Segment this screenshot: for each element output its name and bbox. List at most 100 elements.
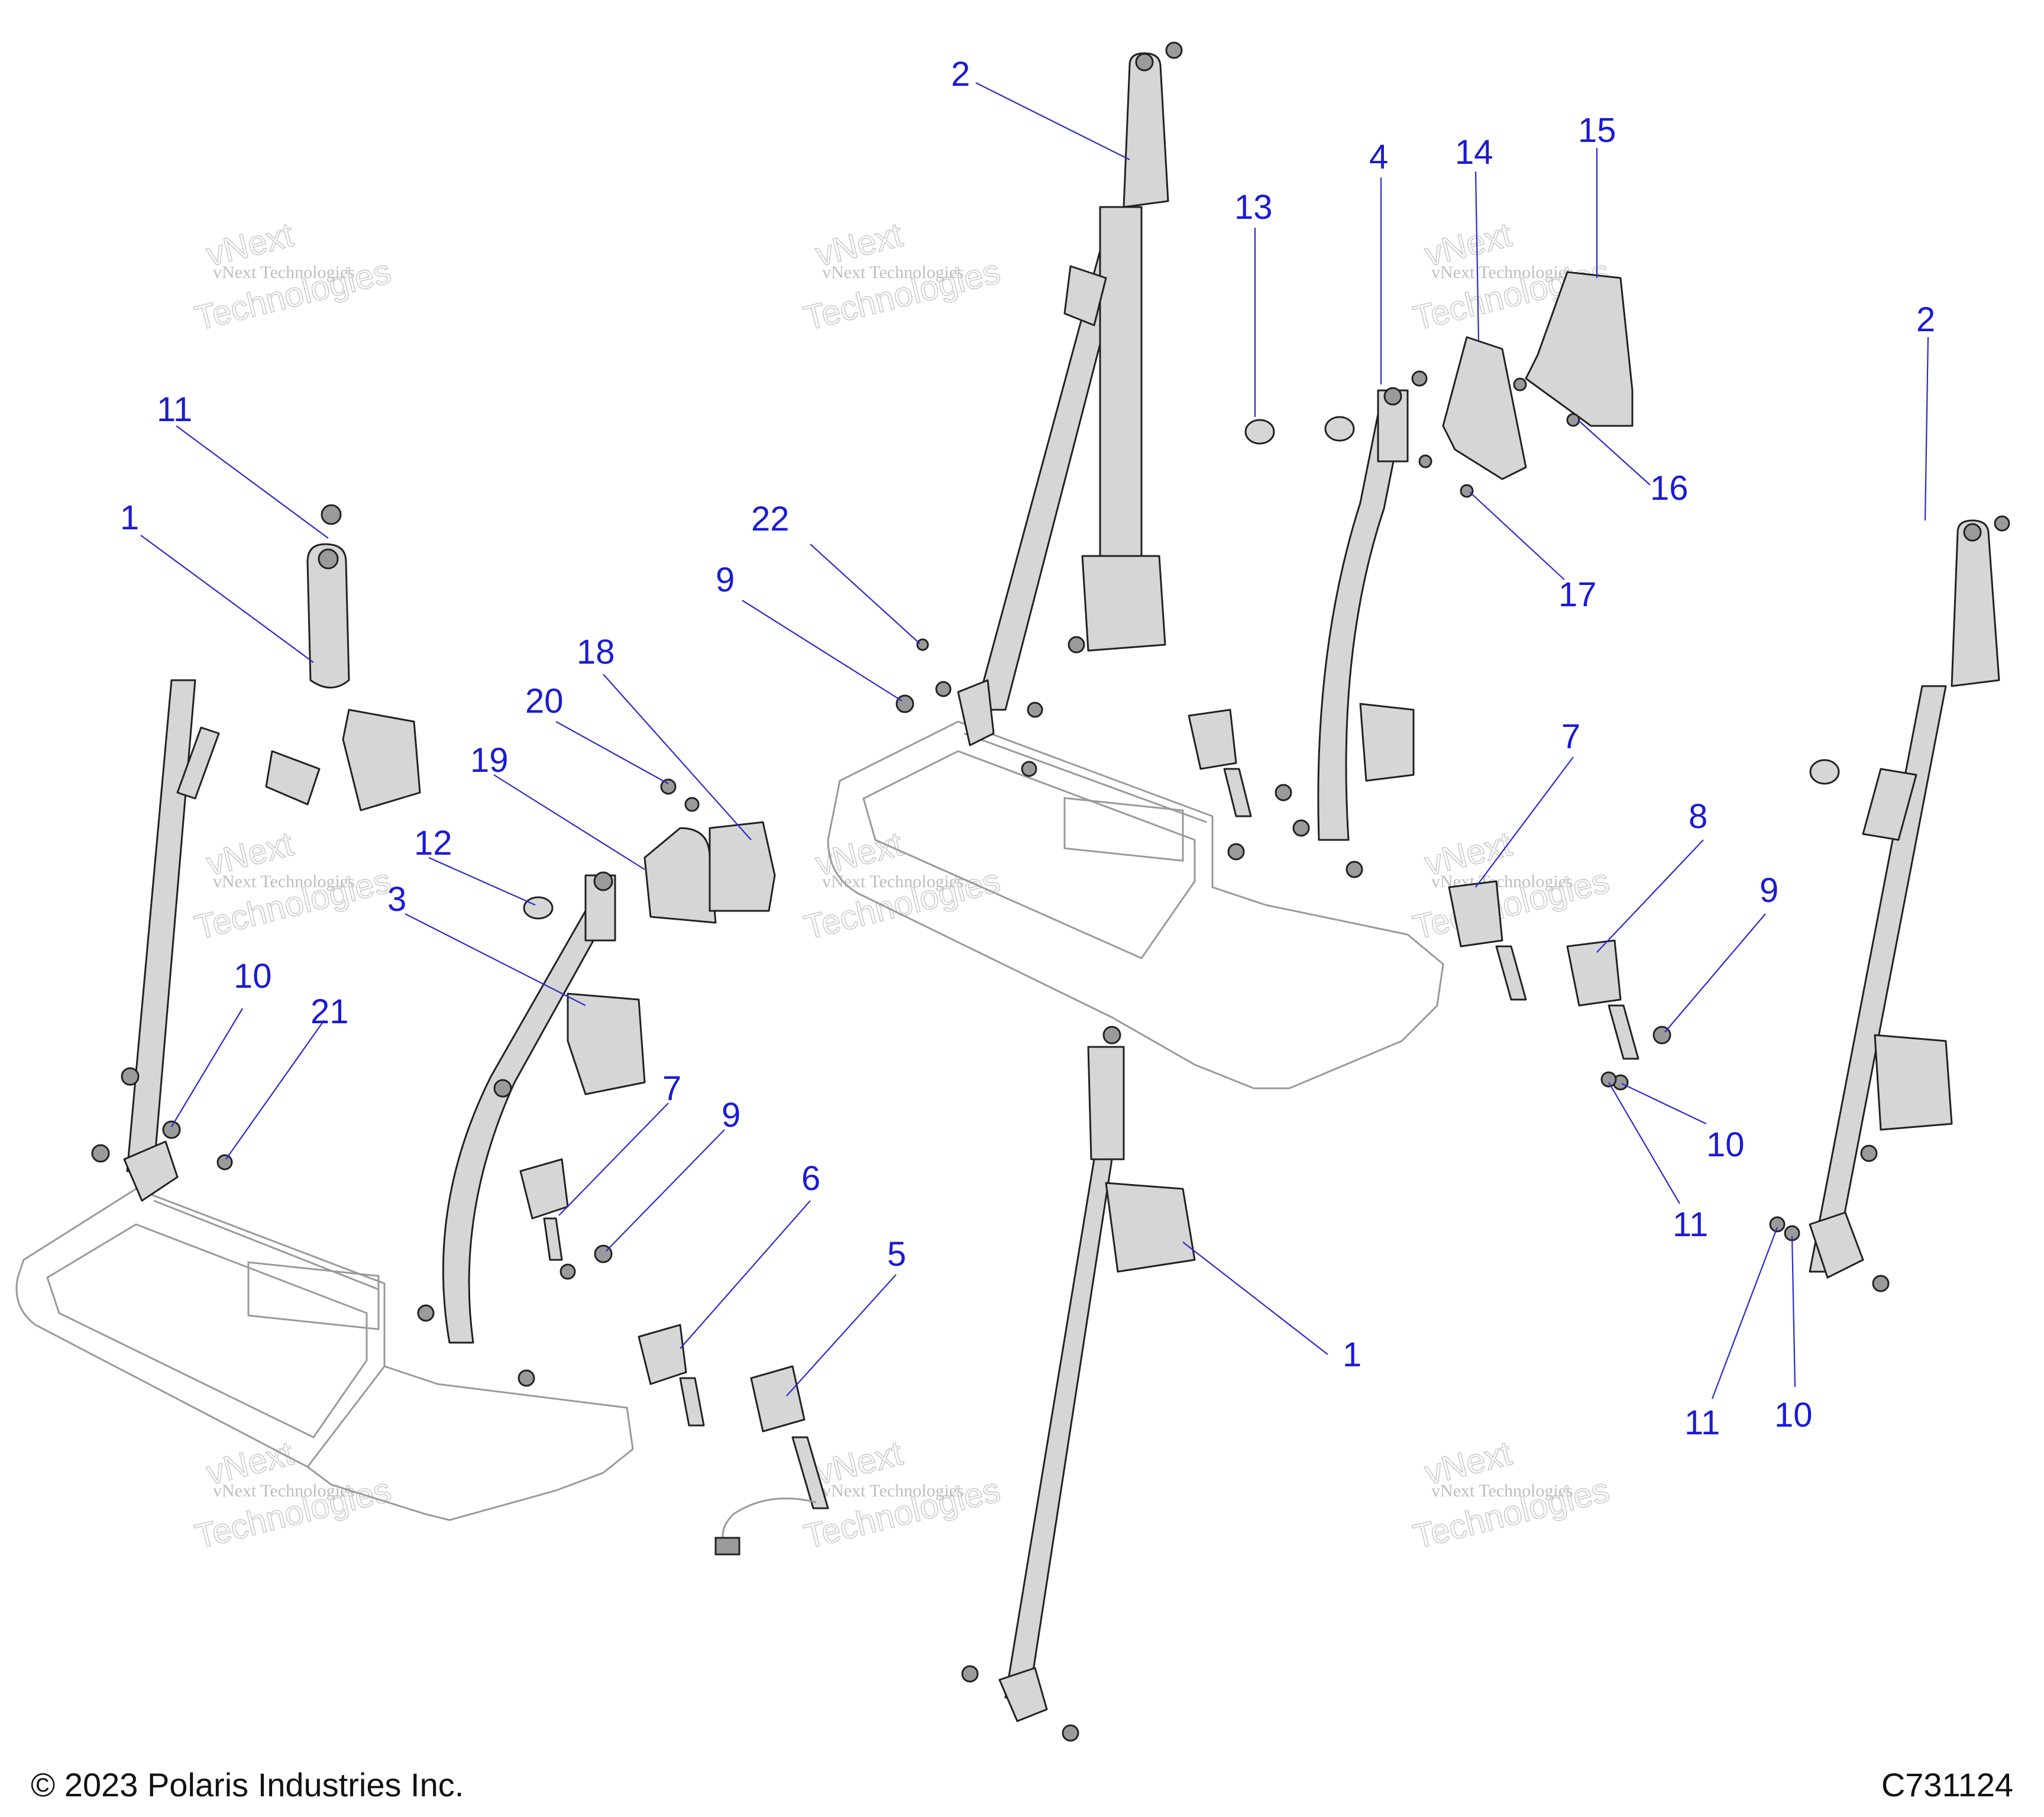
screw bbox=[1513, 377, 1527, 392]
callout-2: 2 bbox=[1916, 300, 1935, 339]
callout-11: 11 bbox=[1684, 1404, 1720, 1442]
anchor-bolt bbox=[1383, 387, 1402, 406]
nut bbox=[1068, 636, 1085, 654]
trim-covers bbox=[523, 778, 776, 924]
seat-belt-assembly-2-center bbox=[895, 41, 1183, 777]
buckle-5 bbox=[750, 1365, 806, 1433]
buckle-6 bbox=[638, 1324, 687, 1385]
watermark: vNext vNext Technologies Technologies bbox=[1409, 825, 1613, 948]
callout-15: 15 bbox=[1578, 111, 1616, 150]
bolt bbox=[1275, 784, 1292, 801]
retractor bbox=[567, 992, 646, 1095]
callout-17: 17 bbox=[1558, 576, 1597, 614]
cap bbox=[1324, 416, 1355, 442]
nut bbox=[1994, 515, 2010, 532]
d-ring-anchor bbox=[1123, 52, 1169, 208]
nut bbox=[1227, 843, 1245, 861]
watermark: vNext vNext Technologies Technologies bbox=[800, 215, 1004, 338]
callout-5: 5 bbox=[887, 1235, 906, 1273]
belt-anchor-lower bbox=[1809, 1211, 1864, 1279]
seat-belt-assembly-4 bbox=[1244, 370, 1428, 878]
nut bbox=[1021, 761, 1037, 777]
callout-19: 19 bbox=[470, 741, 509, 780]
bracket-14 bbox=[1442, 336, 1527, 480]
buckle-stalk bbox=[1608, 1004, 1639, 1060]
watermark: vNext vNext Technologies Technologies bbox=[190, 825, 395, 948]
callout-10: 10 bbox=[1774, 1396, 1813, 1434]
nut-11 bbox=[1600, 1071, 1617, 1088]
retractor bbox=[342, 709, 421, 811]
washer bbox=[559, 1263, 576, 1280]
copyright-notice: © 2023 Polaris Industries Inc. bbox=[31, 1766, 464, 1803]
callout-2: 2 bbox=[951, 55, 970, 93]
screw bbox=[684, 797, 700, 812]
buckle-stalk bbox=[1223, 768, 1252, 817]
seat-frame-left bbox=[15, 1188, 634, 1521]
belt-webbing-vertical bbox=[1099, 206, 1143, 563]
washer bbox=[935, 681, 952, 697]
washer bbox=[162, 1120, 181, 1139]
clip-22 bbox=[916, 638, 929, 651]
callout-7: 7 bbox=[1561, 717, 1580, 756]
nut bbox=[493, 1079, 512, 1098]
buckle-7 bbox=[1448, 880, 1503, 948]
bolt bbox=[1292, 819, 1310, 837]
retractor bbox=[1105, 1182, 1196, 1273]
anchor-bolt bbox=[593, 871, 613, 891]
callout-13: 13 bbox=[1234, 188, 1273, 227]
callout-7: 7 bbox=[662, 1069, 681, 1108]
buckle-center bbox=[1188, 709, 1292, 861]
belt-webbing-upper bbox=[176, 726, 220, 800]
callout-14: 14 bbox=[1455, 133, 1493, 172]
bolt-9 bbox=[895, 694, 914, 713]
watermark: vNext vNext Technologies Technologies bbox=[800, 825, 1004, 948]
seat-frame-right bbox=[827, 720, 1444, 1089]
anchor-bolt bbox=[1135, 53, 1154, 72]
nut-11 bbox=[1769, 1216, 1786, 1233]
callout-9: 9 bbox=[722, 1096, 740, 1134]
callout-3: 3 bbox=[387, 880, 406, 919]
retractor bbox=[1874, 1034, 1953, 1131]
latch-plate bbox=[1862, 768, 1917, 841]
callout-10: 10 bbox=[234, 957, 272, 995]
seat-belt-assembly-2-right bbox=[1769, 515, 2010, 1292]
belt-webbing bbox=[126, 679, 196, 1172]
watermark-line: vNext Technologies bbox=[822, 263, 964, 282]
drawing-number: C731124 bbox=[1881, 1766, 2013, 1803]
callout-10: 10 bbox=[1706, 1126, 1745, 1164]
callout-16: 16 bbox=[1650, 469, 1689, 507]
brackets bbox=[1418, 271, 1634, 498]
buckle-7 bbox=[519, 1158, 569, 1220]
seat-belt-assembly-3 bbox=[417, 871, 646, 1387]
buckles-right bbox=[1448, 880, 1671, 1091]
bolt bbox=[91, 1144, 110, 1163]
callout-9: 9 bbox=[1760, 871, 1778, 910]
anchor-bolt bbox=[1963, 523, 1982, 542]
nut bbox=[1860, 1144, 1878, 1162]
bolt bbox=[216, 1154, 233, 1171]
bracket-15 bbox=[1525, 271, 1634, 427]
buckle-8 bbox=[1566, 939, 1622, 1007]
buckle-stalk bbox=[679, 1377, 705, 1427]
trim-cover-18 bbox=[709, 821, 776, 912]
buckle-stalk bbox=[791, 1436, 829, 1509]
bolt bbox=[1102, 1026, 1121, 1045]
callout-6: 6 bbox=[801, 1159, 820, 1198]
bolt bbox=[1062, 1724, 1079, 1742]
d-ring-bolt bbox=[318, 548, 339, 570]
belt-webbing bbox=[1004, 1158, 1113, 1699]
callout-9: 9 bbox=[716, 561, 735, 599]
watermark-line: vNext Technologies bbox=[213, 263, 355, 282]
latch-plate bbox=[1063, 265, 1107, 326]
buckles-left bbox=[519, 1158, 829, 1556]
callout-18: 18 bbox=[577, 633, 615, 671]
buckle bbox=[1188, 709, 1237, 770]
watermark: vNext vNext Technologies Technologies bbox=[1409, 1434, 1613, 1557]
watermark-line: vNext Technologies bbox=[1431, 263, 1573, 282]
buckle-stalk bbox=[1495, 945, 1527, 1001]
cap bbox=[1809, 759, 1840, 785]
callout-20: 20 bbox=[525, 682, 564, 720]
screw-17 bbox=[1460, 484, 1474, 498]
watermark-line: vNext Technologies bbox=[1431, 1481, 1573, 1501]
